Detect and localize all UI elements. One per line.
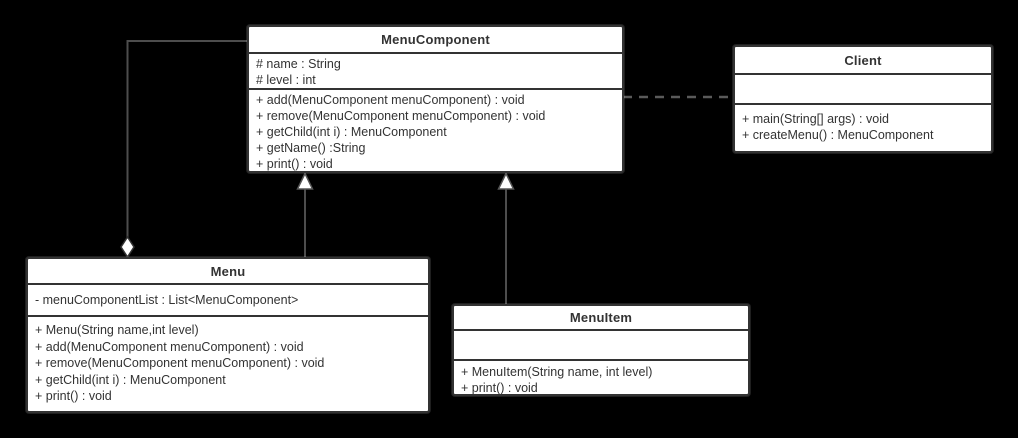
method: + print() : void [461, 380, 538, 394]
methods-section: + add(MenuComponent menuComponent) : voi… [249, 87, 622, 171]
methods-section: + main(String[] args) : void + createMen… [735, 103, 991, 151]
inheritance-triangle-icon [497, 171, 515, 190]
class-box-client[interactable]: Client + main(String[] args) : void + cr… [733, 45, 993, 153]
class-name: Client [844, 52, 882, 68]
class-box-menu[interactable]: Menu - menuComponentList : List<MenuComp… [26, 257, 430, 413]
attribute: - menuComponentList : List<MenuComponent… [35, 293, 299, 307]
method: + add(MenuComponent menuComponent) : voi… [256, 92, 525, 107]
attributes-section: # name : String # level : int [249, 52, 622, 88]
attributes-section-empty [454, 329, 748, 359]
class-box-menucomponent[interactable]: MenuComponent # name : String # level : … [247, 25, 624, 173]
class-name: Menu [210, 263, 246, 279]
methods-section: + Menu(String name,int level) + add(Menu… [28, 315, 428, 411]
aggregation-line[interactable] [126, 40, 248, 237]
method: + createMenu() : MenuComponent [742, 128, 934, 142]
class-name: MenuComponent [381, 32, 490, 47]
method: + remove(MenuComponent menuComponent) : … [35, 356, 325, 370]
attributes-section-empty [735, 73, 991, 103]
method: + main(String[] args) : void [742, 112, 889, 126]
aggregation-connector-menu-menucomponent[interactable] [120, 40, 248, 259]
class-box-menuitem[interactable]: MenuItem + MenuItem(String name, int lev… [452, 304, 750, 396]
aggregation-diamond-icon [120, 235, 135, 259]
method: + print() : void [35, 389, 112, 403]
class-name: MenuItem [569, 310, 633, 325]
method: + getChild(int i) : MenuComponent [256, 124, 447, 139]
method: + add(MenuComponent menuComponent) : voi… [35, 339, 304, 354]
attribute: # level : int [256, 73, 316, 87]
method: + Menu(String name,int level) [35, 323, 199, 337]
method: + getName() :String [256, 140, 366, 155]
method: + MenuItem(String name, int level) [461, 364, 653, 379]
inheritance-connector-menu-menucomponent[interactable] [296, 171, 314, 258]
inheritance-connector-menuitem-menucomponent[interactable] [497, 171, 515, 305]
method: + getChild(int i) : MenuComponent [35, 372, 226, 387]
method: + remove(MenuComponent menuComponent) : … [256, 108, 546, 123]
attribute: # name : String [256, 57, 341, 71]
methods-section: + MenuItem(String name, int level) + pri… [454, 358, 748, 394]
inheritance-triangle-icon [296, 171, 314, 190]
attributes-section: - menuComponentList : List<MenuComponent… [28, 283, 428, 315]
method: + print() : void [256, 156, 333, 171]
